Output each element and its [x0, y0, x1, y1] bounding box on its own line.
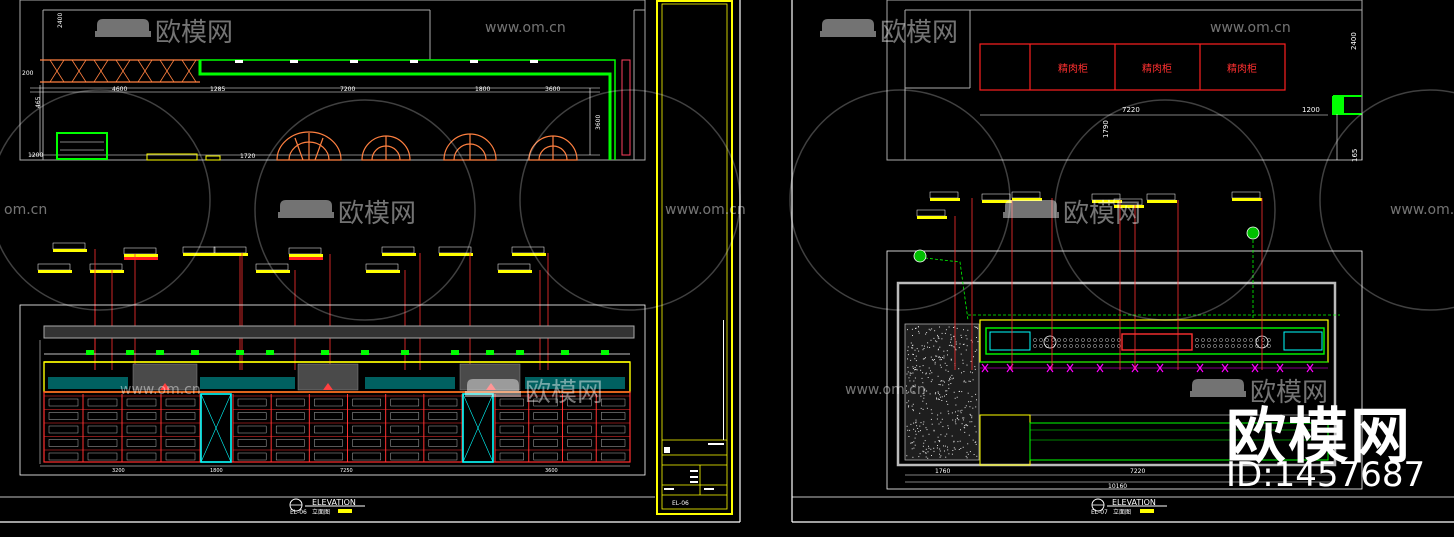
watermark-brand: 欧模网	[1250, 378, 1329, 408]
sofa-icon	[820, 19, 876, 37]
dim-top-2: 1200	[1302, 106, 1320, 114]
svg-text:1720: 1720	[240, 153, 255, 160]
right-elevation-title: ELEVATION EL-07 立面图	[1091, 498, 1167, 516]
dim-side-plan-3: 3600	[595, 115, 602, 130]
dim-side-plan-2: 1200	[28, 152, 43, 159]
cabinet-label-3: 精肉柜	[1227, 62, 1257, 75]
left-elevation-tags	[37, 242, 549, 370]
material-tag	[255, 263, 296, 370]
right-elevation: 1760 7220 10160	[886, 198, 1363, 490]
material-tag	[929, 191, 960, 201]
sofa-icon	[95, 19, 151, 37]
left-elevation-label: ELEVATION	[312, 498, 356, 507]
watermark-brand: 欧模网	[525, 378, 604, 408]
speckle-texture	[906, 326, 979, 459]
dim-right-bottom-2: 7220	[1130, 468, 1145, 475]
dim-bottom-3: 7250	[340, 468, 353, 474]
material-tag	[916, 209, 947, 219]
material-tag	[89, 263, 124, 370]
dim-plan-3: 7200	[340, 86, 355, 93]
left-elevation-code: EL-06	[290, 509, 307, 516]
right-top-elevation: 精肉柜 精肉柜 精肉柜 7220 1200 2400 1790 165	[886, 0, 1363, 162]
watermark-circles	[0, 89, 1454, 321]
watermark-site: www.om.cn	[120, 382, 201, 398]
material-tag	[438, 246, 473, 370]
sheet-frames	[0, 0, 1454, 523]
dim-side-plan-5: 465	[35, 96, 42, 108]
material-tag	[1113, 198, 1144, 208]
watermark-site-partial: om.cn	[4, 202, 48, 218]
left-elevation-title: ELEVATION EL-06 立面图	[289, 498, 365, 516]
right-elevation-tags	[916, 191, 1262, 219]
dim-right-bottom-3: 10160	[1108, 483, 1127, 490]
watermark-site: www.om.cn	[485, 20, 566, 36]
right-elevation-scale: 立面图	[1113, 508, 1131, 516]
watermark-site: www.om.cn	[845, 382, 926, 398]
dim-bottom-2: 1800	[210, 468, 223, 474]
material-tag	[123, 247, 158, 370]
dim-bottom-4: 3600	[545, 468, 558, 474]
title-block: EL-06	[656, 0, 733, 515]
left-elevation: 3200 1800 7250 3600	[19, 304, 646, 476]
cabinet-label-2: 精肉柜	[1142, 62, 1172, 75]
dim-side-plan-1: 200	[22, 70, 34, 77]
watermark-brand-large: 欧模网	[1226, 402, 1412, 472]
right-elevation-code: EL-07	[1091, 509, 1108, 516]
title-block-sheet-no: EL-06	[672, 500, 689, 507]
material-tag	[1091, 193, 1122, 203]
left-elevation-scale: 立面图	[312, 508, 330, 516]
cabinet-label-1: 精肉柜	[1058, 62, 1088, 75]
watermark-brand: 欧模网	[155, 18, 234, 48]
dim-side-right-3: 165	[1351, 149, 1359, 162]
watermark-logos	[95, 19, 1246, 397]
left-top-plan: 4600 1285 7200 1800 3600 200 1200 1720 3…	[19, 0, 646, 161]
dim-plan-4: 1800	[475, 86, 490, 93]
material-tag	[381, 246, 421, 370]
watermark-brand: 欧模网	[1063, 199, 1142, 229]
watermark-site: www.om.cn	[1210, 20, 1291, 36]
sofa-icon	[1190, 379, 1246, 397]
material-tag	[511, 246, 549, 370]
material-tag	[497, 263, 541, 370]
dim-right-bottom-1: 1760	[935, 468, 950, 475]
material-tag	[1231, 191, 1262, 201]
dim-bottom-1: 3200	[112, 468, 125, 474]
material-tag	[52, 242, 96, 370]
sofa-icon	[278, 200, 334, 218]
dim-plan-5: 3600	[545, 86, 560, 93]
watermark-id: ID:1457687	[1226, 455, 1426, 495]
sofa-icon	[1003, 200, 1059, 218]
material-tag	[288, 247, 331, 370]
right-elevation-label: ELEVATION	[1112, 498, 1156, 507]
material-tag	[1011, 191, 1042, 201]
watermark-site: www.om.cn	[1390, 202, 1454, 218]
dim-side-plan-4: 2400	[57, 13, 64, 28]
dim-side-right-2: 1790	[1102, 120, 1110, 138]
dim-side-right-1: 2400	[1350, 32, 1358, 50]
sofa-icon	[465, 379, 521, 397]
watermark-brand: 欧模网	[880, 18, 959, 48]
material-tag	[1146, 193, 1177, 203]
dim-plan-2: 1285	[210, 86, 225, 93]
watermark-brand: 欧模网	[338, 199, 417, 229]
dim-top-1: 7220	[1122, 106, 1140, 114]
dim-plan-1: 4600	[112, 86, 127, 93]
material-tag	[981, 193, 1012, 203]
watermark-site: www.om.cn	[665, 202, 746, 218]
